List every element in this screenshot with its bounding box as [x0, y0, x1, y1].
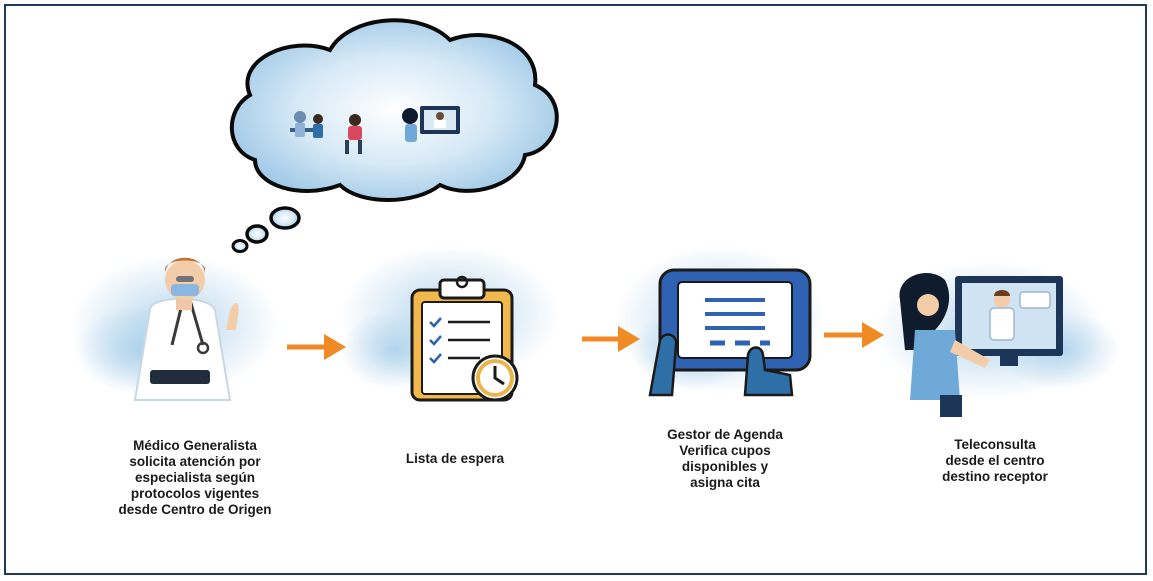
video-call-icon — [402, 106, 460, 142]
diagram-border — [4, 4, 1147, 575]
arrow-right-icon — [824, 322, 884, 348]
consultation-scene-icon — [290, 111, 323, 138]
clipboard-clock-icon — [340, 245, 560, 402]
step-label-tele: Teleconsulta desde el centro destino rec… — [942, 437, 1048, 484]
arrow-right-icon — [582, 326, 640, 352]
tablet-hands-icon — [615, 245, 825, 397]
arrow-right-icon — [287, 334, 346, 360]
teleconsultation-icon — [875, 260, 1120, 417]
step-label-medico: Médico Generalista solicita atención por… — [118, 438, 272, 517]
thought-cloud-icon — [229, 18, 559, 202]
step-label-lista: Lista de espera — [405, 451, 505, 466]
thought-bubbles — [231, 206, 301, 253]
doctor-icon — [70, 255, 280, 401]
step-label-gestor: Gestor de Agenda Verifica cupos disponib… — [667, 427, 783, 490]
patient-icon — [345, 114, 362, 154]
